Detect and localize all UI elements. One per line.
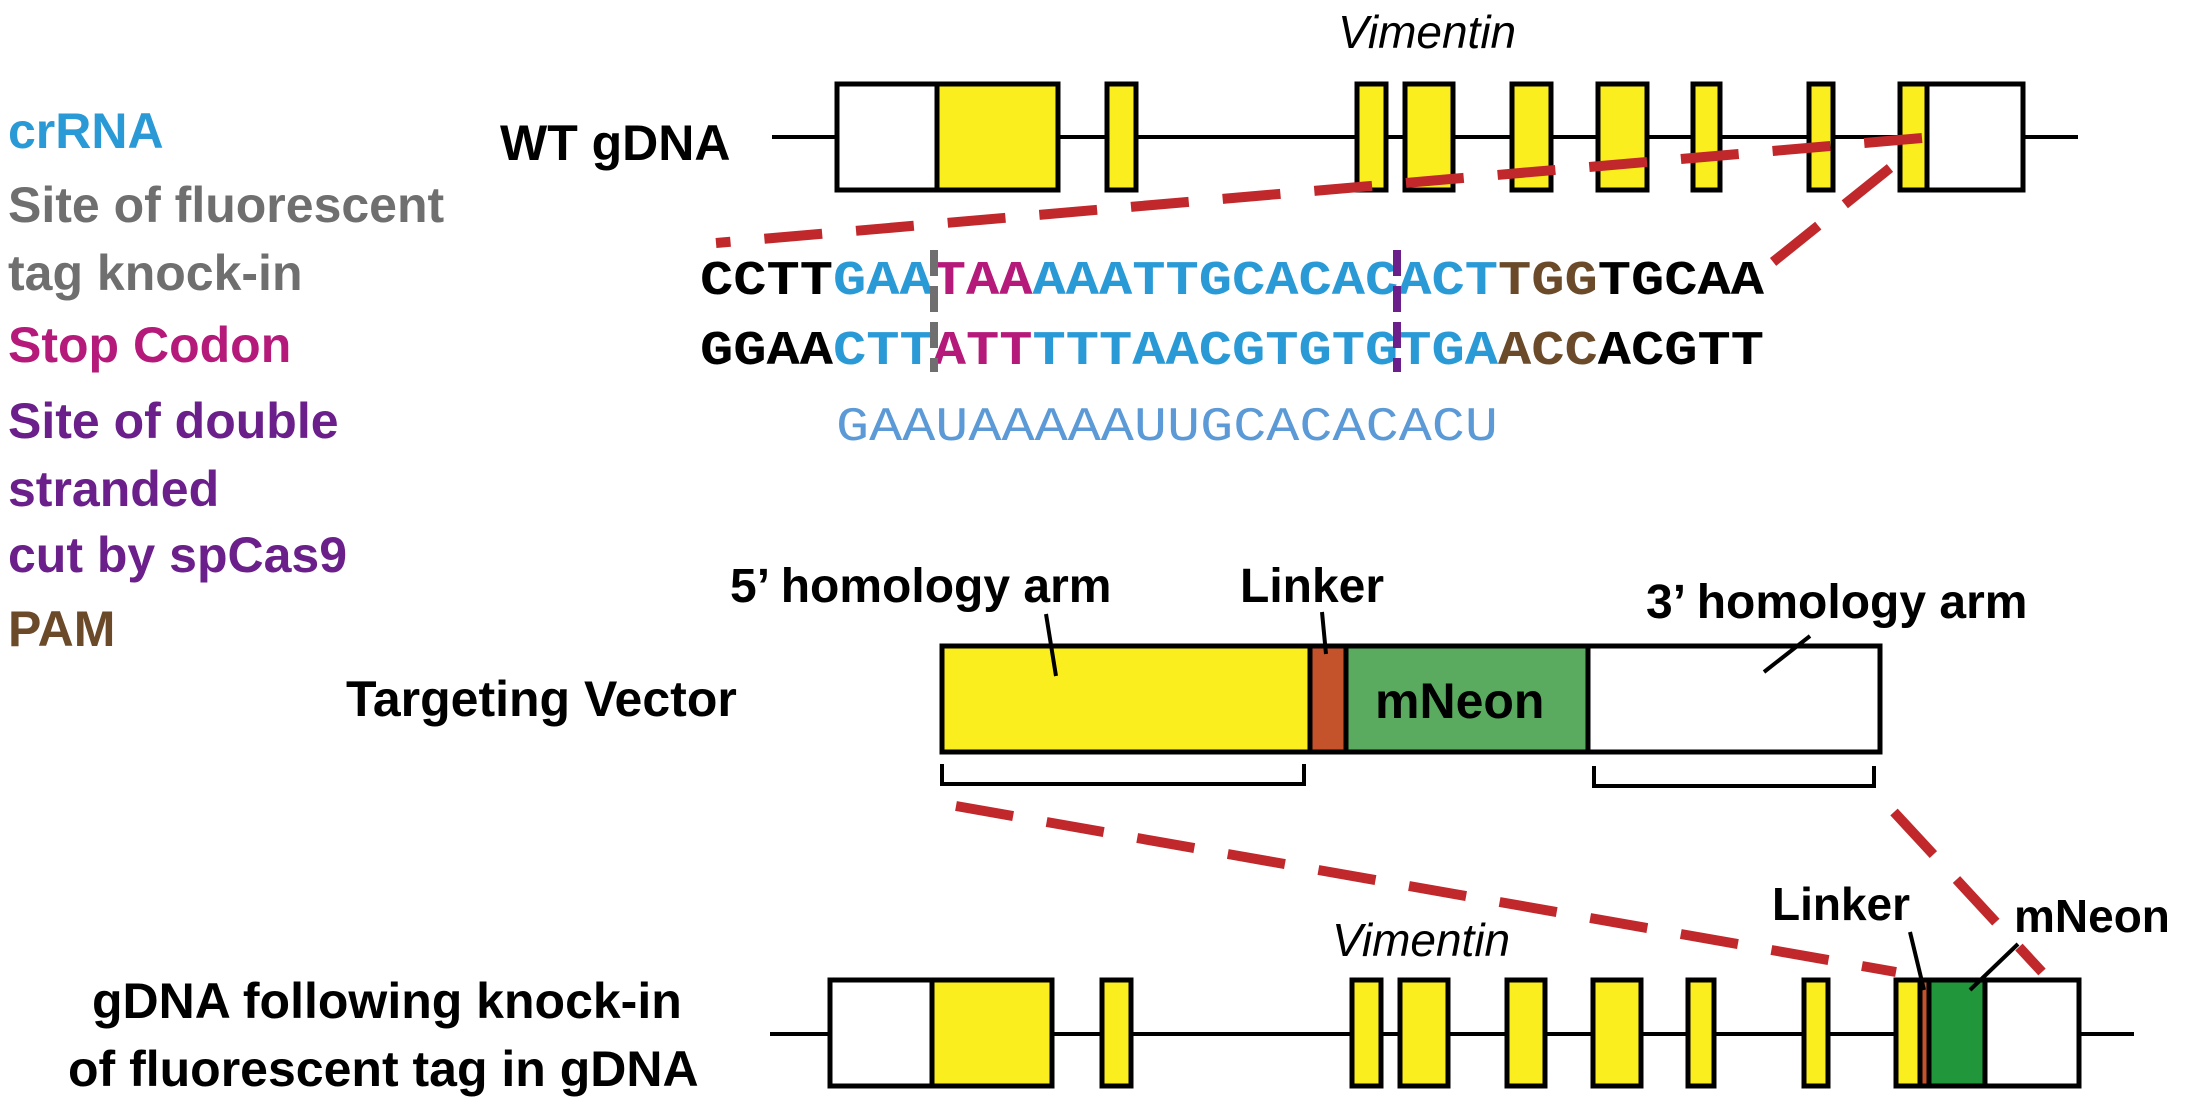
bottom-segment: CTT: [833, 325, 933, 379]
knockin-utr3: [1982, 977, 2082, 1089]
top-segment: AAATTGCACAC: [1033, 255, 1399, 309]
knockin-exon: [1685, 977, 1717, 1089]
knockin-exon: [1590, 977, 1644, 1089]
wt-exon: [1402, 81, 1456, 193]
knockin-gene-name: Vimentin: [1332, 914, 1510, 966]
knockin-exon: [1801, 977, 1831, 1089]
wt-utr5: [834, 81, 940, 193]
mneon-box: [1343, 643, 1591, 755]
mneon-label: mNeon: [1375, 673, 1544, 729]
knockin-exon: [929, 977, 1055, 1089]
wt-gene-name: Vimentin: [1338, 6, 1516, 58]
top-segment: GAA: [833, 255, 933, 309]
wt-exon: [934, 81, 1061, 193]
knockin-exon: [1397, 977, 1451, 1089]
legend-crrna: crRNA: [8, 103, 164, 159]
wt-gdna: WT gDNA Vimentin: [500, 6, 2078, 193]
linker-pointer: [1320, 611, 1328, 655]
arm3-box: [1585, 643, 1883, 755]
bottom-segment: ACC: [1498, 325, 1598, 379]
zoom-line-right: [1769, 164, 1894, 266]
zoom-line-left: [715, 133, 1923, 248]
wt-exon: [1354, 81, 1389, 193]
bottom-segment: ACGTT: [1598, 325, 1764, 379]
top-segment: ACT: [1398, 255, 1498, 309]
knockin-linker-label: Linker: [1772, 878, 1910, 930]
crrna-sequence: GAAUAAAAAUUGCACACACU: [836, 401, 1498, 455]
knockin-mneon: [1926, 977, 1988, 1089]
legend-knockin-line1: Site of fluorescent: [8, 177, 445, 233]
top-segment: TGCAA: [1598, 255, 1764, 309]
legend-cut-line2: stranded: [8, 461, 219, 517]
knockin-mneon-label: mNeon: [2014, 890, 2170, 942]
bottom-segment: ATT: [933, 325, 1033, 379]
arm3-label: 3’ homology arm: [1646, 576, 2027, 629]
bottom-segment: TGA: [1398, 325, 1498, 379]
legend-pam: PAM: [8, 601, 115, 657]
knockin-linker-pointer: [1908, 931, 1926, 991]
arm3-bracket: [1592, 766, 1876, 788]
knockin-mneon-pointer: [1968, 942, 2020, 992]
wt-gdna-label: WT gDNA: [500, 115, 731, 171]
recombination-line-right: [1890, 808, 2046, 976]
linker-box: [1307, 643, 1349, 755]
arm3-pointer: [1762, 634, 1812, 674]
legend-cut-line3: cut by spCas9: [8, 527, 347, 583]
top-segment: TAA: [933, 255, 1033, 309]
recombination-line-left: [955, 801, 1897, 977]
knockin-exon: [1504, 977, 1548, 1089]
arm5-box: [939, 643, 1313, 755]
wt-exon: [1690, 81, 1723, 193]
arm5-bracket: [940, 764, 1306, 786]
wt-exon: [1104, 81, 1139, 193]
arm5-label: 5’ homology arm: [730, 560, 1111, 613]
linker-label: Linker: [1240, 560, 1384, 613]
bottom-segment: GGAA: [700, 325, 833, 379]
top-segment: TGG: [1498, 255, 1598, 309]
knockin-exon: [1893, 977, 1923, 1089]
knockin-label-line2: of fluorescent tag in gDNA: [68, 1041, 699, 1097]
legend-cut-line1: Site of double: [8, 393, 339, 449]
knockin-utr5: [827, 977, 935, 1089]
knockin-exon: [1099, 977, 1134, 1089]
knockin-label-line1: gDNA following knock-in: [92, 973, 682, 1029]
wt-exon: [1595, 81, 1650, 193]
targeting-vector-label: Targeting Vector: [346, 671, 737, 727]
legend-knockin-line2: tag knock-in: [8, 245, 302, 301]
arm5-pointer: [1044, 613, 1058, 677]
legend: crRNA Site of fluorescent tag knock-in S…: [8, 103, 445, 657]
bottom-segment: TTTAACGTGTG: [1033, 325, 1399, 379]
wt-exon: [1806, 81, 1836, 193]
legend-stop-codon: Stop Codon: [8, 317, 291, 373]
top-segment: CCTT: [700, 255, 833, 309]
knockin-exon: [1349, 977, 1384, 1089]
wt-utr3: [1924, 81, 2026, 193]
targeting-vector: Targeting Vector 5’ homology arm Linker …: [346, 560, 2027, 788]
knockin-gdna: gDNA following knock-in of fluorescent t…: [68, 878, 2170, 1097]
